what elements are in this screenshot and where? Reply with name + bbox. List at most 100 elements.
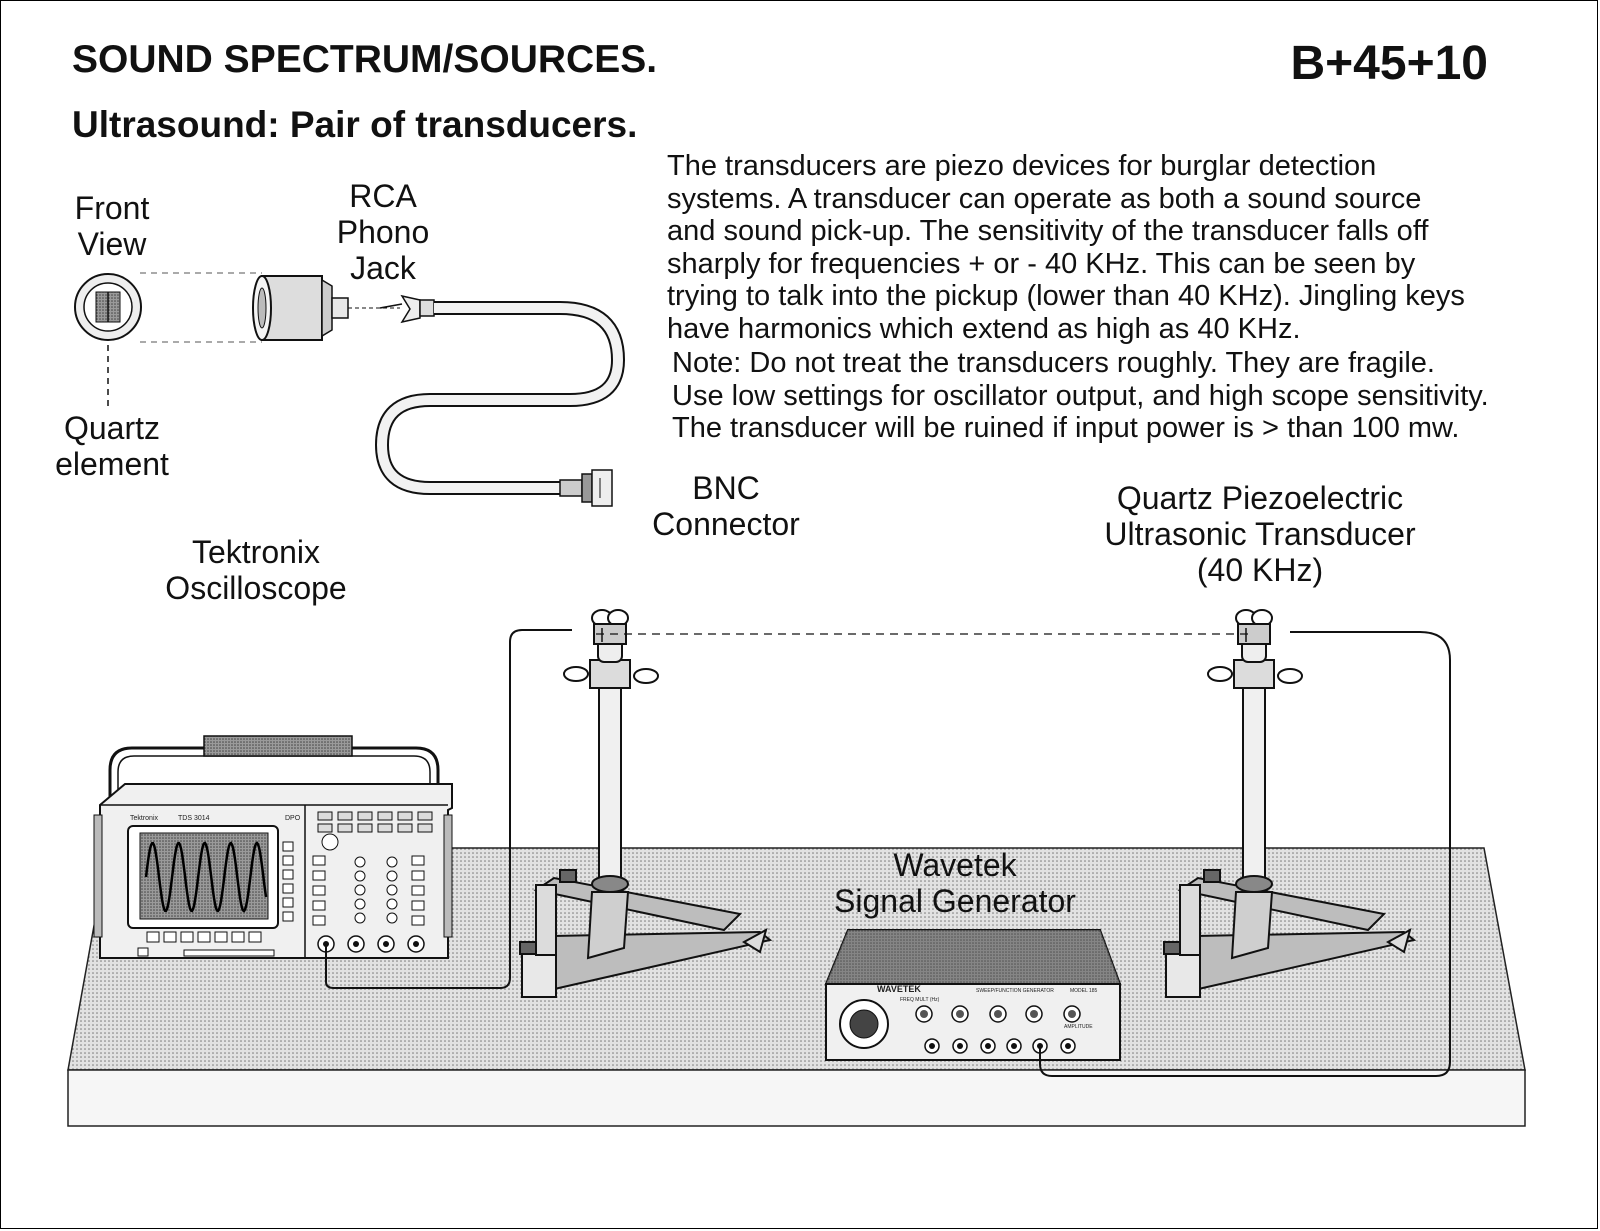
oscilloscope-drawing: Tektronix TDS 3014 DPO <box>93 735 453 959</box>
scope-channel-button <box>411 915 425 926</box>
generator-brand-label: WAVETEK <box>877 984 921 994</box>
stand-foot <box>535 884 557 956</box>
note-line: Note: Do not treat the transducers rough… <box>672 347 1435 379</box>
scope-softkey-button <box>180 931 194 943</box>
transducer-side-view <box>252 275 435 341</box>
scope-control-button <box>317 823 333 833</box>
generator-jack-pin <box>985 1043 991 1049</box>
front-view-drawing <box>74 272 262 408</box>
experiment-code: B+45+10 <box>1290 37 1488 90</box>
stand-clamp-knob <box>563 666 589 682</box>
description-line: The transducers are piezo devices for bu… <box>667 150 1377 182</box>
generator-knob-center <box>920 1010 928 1018</box>
stand-rod <box>598 683 622 885</box>
generator-model-label: MODEL 185 <box>1070 988 1098 994</box>
stand-wedge <box>1386 927 1412 954</box>
generator-jack-pin <box>1011 1043 1017 1049</box>
scope-control-knob <box>386 870 398 882</box>
scope-menu-button <box>282 883 294 894</box>
scope-control-knob <box>386 884 398 896</box>
scope-control-button <box>417 811 433 821</box>
scope-control-button <box>397 811 413 821</box>
scope-softkey-button <box>214 931 228 943</box>
label-transducer: Quartz Piezoelectric Ultrasonic Transduc… <box>1104 480 1416 588</box>
generator-knob-center <box>994 1010 1002 1018</box>
scope-control-knob <box>354 870 366 882</box>
coax-cable <box>375 301 625 495</box>
label-front-view: Front View <box>74 190 150 262</box>
stand-screw <box>1203 869 1221 883</box>
warning-note: Note: Do not treat the transducers rough… <box>672 347 1489 445</box>
scope-channel-button <box>411 870 425 881</box>
generator-amplitude-label: AMPLITUDE <box>1064 1024 1093 1030</box>
scope-control-panel <box>312 811 433 926</box>
stand-base-arm <box>533 876 743 932</box>
left-stand <box>519 609 773 998</box>
generator-knob-center <box>956 1010 964 1018</box>
scope-control-knob <box>354 884 366 896</box>
stand-foot <box>1179 884 1201 956</box>
page-title: SOUND SPECTRUM/SOURCES. <box>72 38 658 81</box>
scope-bnc-pin <box>383 941 389 947</box>
scope-control-knob <box>354 856 366 868</box>
stand-base-arm <box>1177 876 1387 932</box>
generator-type-label: SWEEP/FUNCTION GENERATOR <box>976 988 1054 994</box>
scope-menu-button <box>282 841 294 852</box>
scope-channel-button <box>312 900 326 911</box>
signal-generator-drawing: WAVETEK SWEEP/FUNCTION GENERATOR MODEL 1… <box>824 929 1122 1061</box>
label-bnc-connector: BNC Connector <box>652 470 800 542</box>
scope-to-transducer-cable <box>325 629 572 989</box>
stand-screw <box>1163 941 1181 955</box>
description-line: have harmonics which extend as high as 4… <box>667 312 1301 345</box>
scope-control-knob <box>386 856 398 868</box>
scope-control-knob <box>386 912 398 924</box>
scope-control-button <box>417 823 433 833</box>
scope-channel-button <box>411 855 425 866</box>
scope-menu-button <box>282 869 294 880</box>
generator-knob-center <box>1030 1010 1038 1018</box>
description-line: sharply for frequencies + or - 40 KHz. T… <box>667 247 1416 280</box>
scope-bnc-pin <box>353 941 359 947</box>
label-oscilloscope: Tektronix Oscilloscope <box>165 534 347 606</box>
stand-screw <box>519 941 537 955</box>
scope-menu-button <box>282 897 294 908</box>
scope-control-knob <box>321 833 339 851</box>
stand-collar <box>591 875 629 893</box>
stand-hub <box>586 891 630 960</box>
scope-control-knob <box>354 898 366 910</box>
stand-collar <box>1235 875 1273 893</box>
stand-wedge <box>742 927 768 954</box>
stand-clamp <box>1233 659 1275 689</box>
scope-softkey-button <box>197 931 211 943</box>
scope-channel-button <box>312 885 326 896</box>
scope-model-label: TDS 3014 <box>178 815 210 822</box>
generator-knob-center <box>1068 1010 1076 1018</box>
scope-control-button <box>357 823 373 833</box>
generator-jack-pin <box>957 1043 963 1049</box>
generator-knobs <box>915 1005 1081 1023</box>
right-stand <box>1163 609 1417 998</box>
stand-clamp-knob <box>1207 666 1233 682</box>
label-signal-generator: Wavetek Signal Generator <box>834 847 1076 919</box>
description-line: and sound pick-up. The sensitivity of th… <box>667 215 1429 247</box>
stand-clamp-knob <box>1277 668 1303 684</box>
scope-control-button <box>377 811 393 821</box>
stand-hub <box>1230 891 1274 960</box>
scope-softkey-button <box>231 931 245 943</box>
scope-control-button <box>337 811 353 821</box>
scope-channel-button <box>411 885 425 896</box>
scope-bnc-pin <box>323 941 329 947</box>
scope-control-button <box>337 823 353 833</box>
scope-series-label: DPO <box>285 815 301 822</box>
scope-input-channels <box>317 935 425 953</box>
scope-bottom-buttons <box>146 931 262 943</box>
stand-clamp-knob <box>633 668 659 684</box>
scope-control-button <box>317 811 333 821</box>
scope-channel-button <box>312 855 326 866</box>
scope-control-button <box>397 823 413 833</box>
scope-menu-button <box>282 855 294 866</box>
description-line: trying to talk into the pickup (lower th… <box>667 280 1465 312</box>
scope-waveform <box>144 841 268 913</box>
